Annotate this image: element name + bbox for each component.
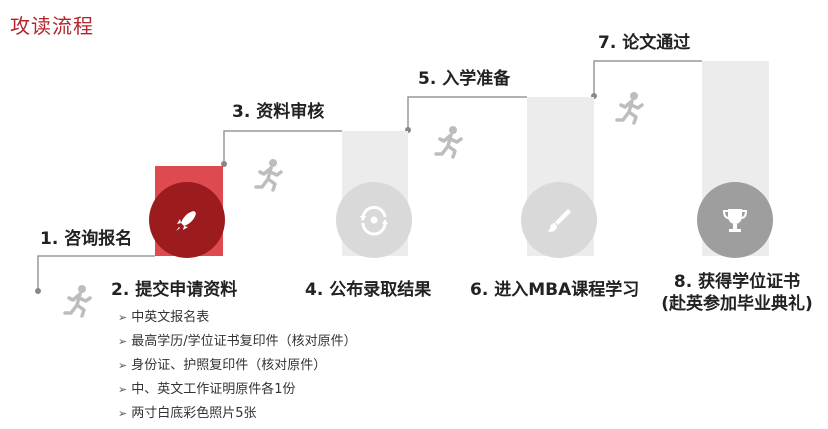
step-4-label: 4. 公布录取结果 (305, 280, 432, 300)
page-title: 攻读流程 (10, 14, 94, 38)
refresh-icon (360, 205, 388, 236)
list-item: ➢中、英文工作证明原件各1份 (118, 382, 296, 397)
bullet-arrow-icon: ➢ (118, 311, 128, 324)
step-1-circle (149, 182, 225, 258)
list-item: ➢身份证、护照复印件（核对原件） (118, 358, 327, 373)
list-item: ➢中英文报名表 (118, 310, 210, 325)
list-item: ➢最高学历/学位证书复印件（核对原件） (118, 334, 357, 349)
bullet-arrow-icon: ➢ (118, 335, 128, 348)
documents-list: ➢中英文报名表 ➢最高学历/学位证书复印件（核对原件） ➢身份证、护照复印件（核… (118, 306, 357, 426)
step-8-circle (697, 182, 773, 258)
bullet-arrow-icon: ➢ (118, 407, 128, 420)
trophy-icon (722, 209, 748, 232)
step-8-subtitle: (赴英参加毕业典礼) (661, 294, 813, 314)
step-5-label: 5. 入学准备 (418, 69, 511, 89)
step-6-label: 6. 进入MBA课程学习 (470, 280, 640, 300)
step-1-label: 1. 咨询报名 (40, 229, 133, 249)
bullet-arrow-icon: ➢ (118, 359, 128, 372)
step-8-label: 8. 获得学位证书 (赴英参加毕业典礼) (652, 271, 822, 315)
step-3-label: 3. 资料审核 (232, 102, 325, 122)
brush-icon (547, 209, 571, 232)
runner-icon (63, 285, 92, 318)
list-item: ➢两寸白底彩色照片5张 (118, 406, 257, 421)
step-6-circle (521, 182, 597, 258)
runner-icon (615, 92, 644, 125)
runner-icon (254, 159, 283, 192)
step-2-label: 2. 提交申请资料 (111, 280, 238, 300)
bullet-arrow-icon: ➢ (118, 383, 128, 396)
step-8-title: 8. 获得学位证书 (673, 272, 801, 292)
step-7-label: 7. 论文通过 (598, 33, 691, 53)
rocket-icon (176, 211, 196, 231)
runner-icon (434, 126, 463, 159)
step-4-circle (336, 182, 412, 258)
